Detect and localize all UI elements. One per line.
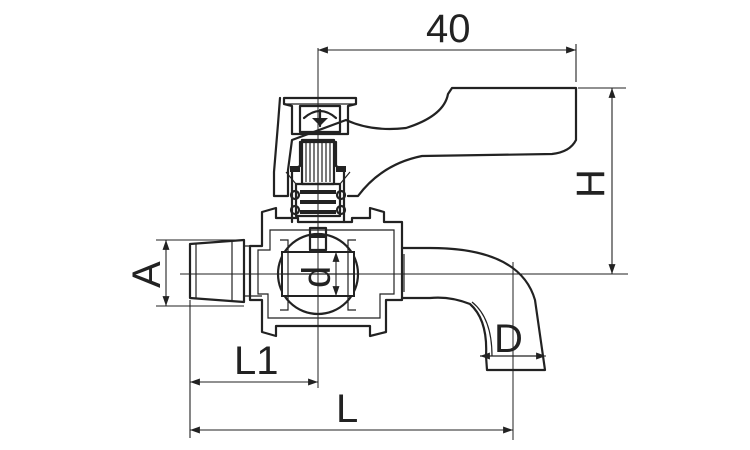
dimension-d-spout-label: D: [494, 317, 523, 361]
dimension-l: L: [190, 387, 513, 434]
dimension-d-spout: D: [480, 317, 546, 361]
dimension-40-label: 40: [426, 7, 471, 51]
dimension-d-bore: d: [295, 251, 340, 296]
dimension-h-label: H: [569, 169, 613, 198]
dimension-l1-label: L1: [234, 339, 279, 383]
dimension-l-label: L: [336, 387, 358, 431]
centerlines: [180, 48, 628, 440]
dimension-l1: L1: [189, 300, 318, 438]
dimension-h: H: [569, 87, 626, 274]
dimension-d-bore-label: d: [295, 266, 339, 288]
valve-handle: [272, 86, 578, 198]
dimension-a: A: [125, 239, 244, 307]
dimension-40: 40: [318, 7, 577, 82]
valve-bonnet: [282, 96, 358, 224]
dimension-a-label: A: [125, 261, 169, 288]
